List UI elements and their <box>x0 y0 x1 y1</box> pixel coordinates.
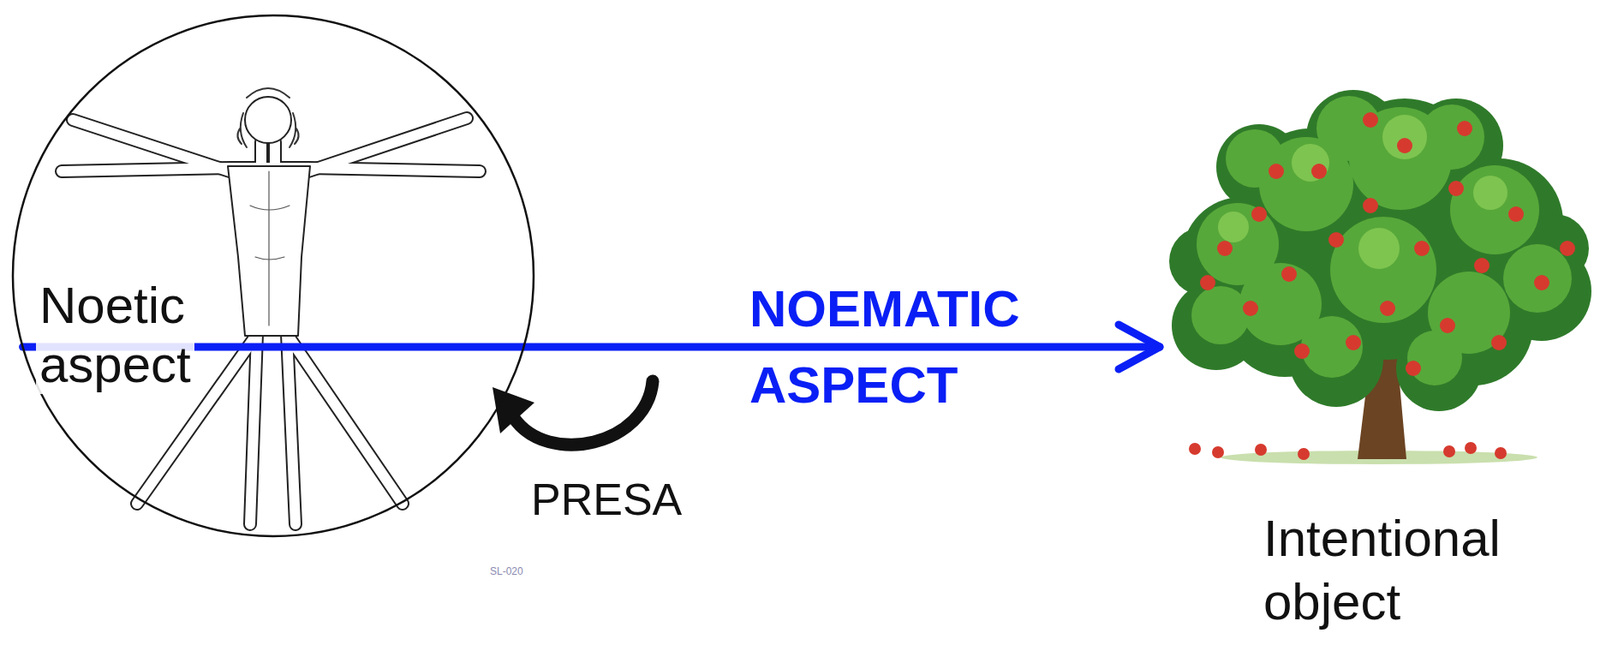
apples-part <box>1242 300 1259 317</box>
apples-part <box>1328 232 1344 248</box>
limb-fill-part <box>308 118 467 172</box>
canopy-light-part <box>1450 165 1540 255</box>
apples-part <box>1439 317 1456 334</box>
apples-part <box>1311 163 1327 180</box>
apples-part <box>1188 442 1201 455</box>
head <box>244 96 292 144</box>
apples-part <box>1448 180 1464 197</box>
canopy-highlight-part <box>1358 227 1400 269</box>
limb-fill-part <box>286 334 296 525</box>
apples-part <box>1217 240 1233 257</box>
limb-outline-part <box>308 118 467 172</box>
apples-part <box>1294 343 1310 359</box>
apples-part <box>1254 443 1267 456</box>
canopy-highlight-part <box>1217 211 1249 243</box>
apples-part <box>1345 334 1362 351</box>
apples-part <box>1474 257 1490 274</box>
canopy-light <box>1191 95 1572 386</box>
presa-arrow <box>492 381 653 445</box>
circle-outline <box>12 15 534 537</box>
apples-part <box>1268 163 1284 180</box>
canopy-light-part <box>1301 316 1363 378</box>
presa-label: PRESA <box>531 472 682 526</box>
hair <box>237 88 299 148</box>
canopy-light-part <box>1225 129 1284 188</box>
apples-part <box>1211 446 1224 459</box>
apples <box>1188 112 1576 460</box>
limb-outline-part <box>286 334 403 504</box>
apples-part <box>1464 441 1477 454</box>
canopy-light-part <box>1191 286 1250 345</box>
limb-outline-part <box>72 119 230 172</box>
intentional-object: Intentional object <box>1163 117 1597 640</box>
limb-outline-part <box>286 334 296 525</box>
apples-part <box>1559 240 1576 257</box>
apples-part <box>1362 112 1379 128</box>
canopy-light-part <box>1503 244 1572 313</box>
noetic-circle: Noetic aspect <box>10 12 537 539</box>
apples-part <box>1494 447 1507 460</box>
apples-part <box>1297 447 1310 460</box>
limb-fill-part <box>72 119 230 172</box>
canopy-light-part <box>1316 95 1382 162</box>
limb-outline-part <box>250 334 257 525</box>
presa-arrow-part <box>513 381 653 445</box>
canopy-highlight-part <box>1291 143 1330 182</box>
torso-lines <box>250 171 290 326</box>
apples-part <box>1405 360 1421 377</box>
canopy-light-part <box>1419 104 1485 170</box>
apple-tree <box>1169 89 1592 465</box>
canopy-highlight <box>1217 114 1508 269</box>
apples-part <box>1379 300 1396 317</box>
presa-arrow-part <box>492 387 535 434</box>
canopy-highlight-part <box>1473 175 1508 210</box>
limb-fill-part <box>261 142 275 165</box>
apples-part <box>1251 206 1267 222</box>
object-label: Intentional object <box>1259 507 1505 634</box>
apples-part <box>1362 197 1379 214</box>
apples-part <box>1491 334 1507 351</box>
limb-fill-part <box>250 334 257 525</box>
canopy-light-part <box>1330 216 1437 323</box>
apples-part <box>1456 120 1473 137</box>
canopy-light-part <box>1407 330 1463 386</box>
watermark-code: SL-020 <box>489 565 524 578</box>
noetic-label: Noetic aspect <box>35 275 195 395</box>
apples-part <box>1443 445 1456 458</box>
arrowhead <box>1118 324 1160 370</box>
canopy-dark <box>1169 89 1592 412</box>
limb-outline-part <box>261 142 275 165</box>
apples-part <box>1200 274 1216 291</box>
apples-part <box>1414 240 1430 257</box>
apples-part <box>1534 274 1550 291</box>
edge-label: NOEMATIC ASPECT <box>749 270 1021 424</box>
limb-fill-part <box>286 334 403 504</box>
apples-part <box>1397 137 1413 154</box>
canopy-highlight-part <box>1382 114 1427 160</box>
apples-part <box>1281 266 1297 282</box>
torso <box>227 166 311 336</box>
apples-part <box>1508 206 1524 222</box>
